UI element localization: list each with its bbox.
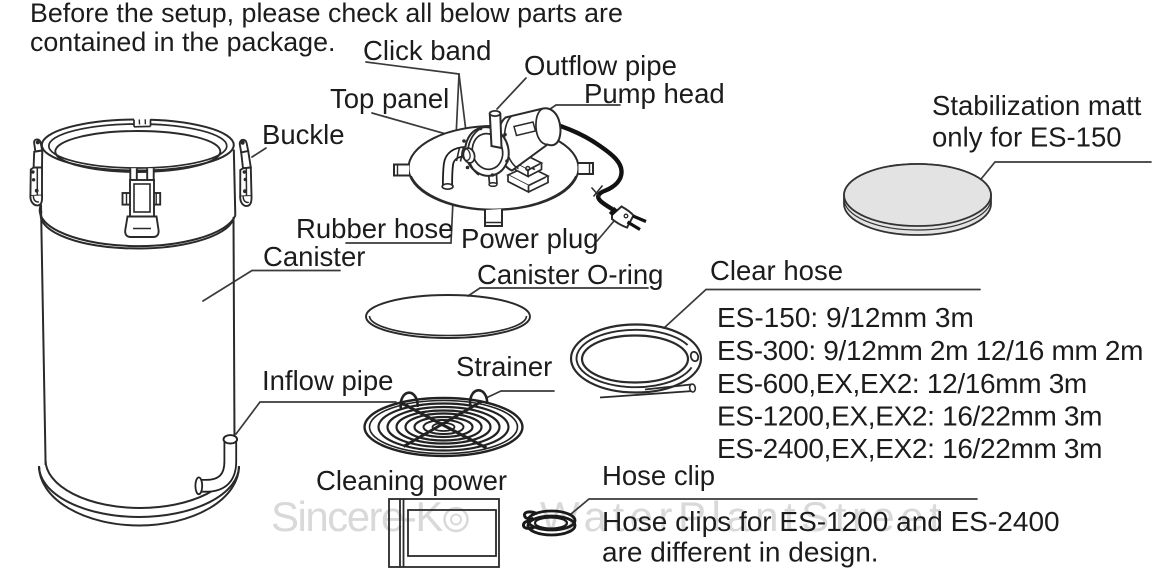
svg-text:ES-300: 9/12mm 2m 12/16 mm 2m: ES-300: 9/12mm 2m 12/16 mm 2m <box>717 335 1143 366</box>
svg-text:Canister O-ring: Canister O-ring <box>477 259 663 290</box>
svg-text:ES-1200,EX,EX2: 16/22mm 3m: ES-1200,EX,EX2: 16/22mm 3m <box>717 401 1102 432</box>
svg-text:Inflow pipe: Inflow pipe <box>262 365 393 396</box>
svg-text:Hose clips for ES-1200 and ES-: Hose clips for ES-1200 and ES-2400 <box>602 506 1060 537</box>
svg-text:Top panel: Top panel <box>330 83 449 114</box>
svg-text:Pump head: Pump head <box>584 78 725 109</box>
svg-text:Sincere-K: Sincere-K <box>271 493 443 540</box>
svg-text:Canister: Canister <box>263 241 365 272</box>
svg-text:Clear hose: Clear hose <box>710 255 843 286</box>
svg-text:Strainer: Strainer <box>456 351 552 382</box>
svg-text:Stabilization matt: Stabilization matt <box>932 90 1142 121</box>
svg-text:Rubber hose: Rubber hose <box>296 213 453 244</box>
svg-text:Click band: Click band <box>363 35 491 66</box>
svg-text:Outflow pipe: Outflow pipe <box>524 50 677 81</box>
svg-text:only for ES-150: only for ES-150 <box>932 122 1122 153</box>
svg-text:Power plug: Power plug <box>461 223 599 254</box>
svg-text:are different in design.: are different in design. <box>602 537 879 568</box>
svg-text:ES-2400,EX,EX2: 16/22mm 3m: ES-2400,EX,EX2: 16/22mm 3m <box>717 433 1102 464</box>
svg-text:Hose clip: Hose clip <box>602 460 715 491</box>
svg-text:contained in the package.: contained in the package. <box>30 27 335 57</box>
svg-text:Before the setup, please check: Before the setup, please check all below… <box>30 0 623 28</box>
svg-text:WaterPlantStreet: WaterPlantStreet <box>540 493 946 540</box>
svg-text:ES-150: 9/12mm 3m: ES-150: 9/12mm 3m <box>717 302 974 333</box>
svg-text:Buckle: Buckle <box>262 119 345 150</box>
svg-text:ES-600,EX,EX2: 12/16mm 3m: ES-600,EX,EX2: 12/16mm 3m <box>717 368 1087 399</box>
svg-text:Cleaning power: Cleaning power <box>316 465 507 496</box>
